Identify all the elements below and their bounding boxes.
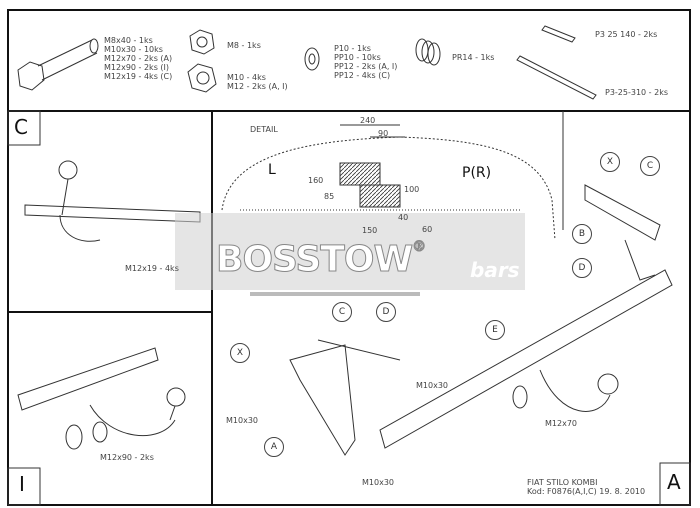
panel-label-a: A: [667, 470, 681, 494]
dim-label: 60: [422, 225, 433, 234]
main-crossbar: [379, 269, 673, 449]
part-letter-c: C: [640, 156, 660, 176]
plate-long-label: P3-25-310 - 2ks: [605, 88, 668, 97]
watermark-sub: bars: [470, 258, 520, 282]
dim-label: 240: [360, 116, 376, 125]
watermark-logo: BOSSTOW®: [215, 239, 427, 280]
callout-i-panel: M12x90 - 2ks: [100, 453, 154, 462]
nut-list: M10 - 4ks M12 - 2ks (A, I): [227, 73, 288, 91]
detail-right: P(R): [462, 165, 492, 181]
bolt-item: M8x40 - 1ks: [104, 36, 153, 45]
bolt-item: M10x30 - 10ks: [104, 45, 163, 54]
vehicle-model: FIAT STILO KOMBI: [527, 478, 598, 487]
footer-block: FIAT STILO KOMBI Kod: F0876(A,I,C) 19. 8…: [527, 478, 645, 496]
part-letter-c: C: [332, 302, 352, 322]
part-letter-d: D: [376, 302, 396, 322]
panel-label-c: C: [14, 115, 28, 139]
plate-short-label: P3 25 140 - 2ks: [595, 30, 658, 39]
panel-label-i: I: [19, 472, 25, 496]
nut-item: M10 - 4ks: [227, 73, 266, 82]
dim-label: 160: [308, 176, 324, 185]
drawing-code: Kod: F0876(A,I,C) 19. 8. 2010: [527, 487, 646, 496]
spring-label: PR14 - 1ks: [452, 53, 495, 62]
washer-item: PP12 - 4ks (C): [334, 71, 391, 80]
bolt-item: M12x19 - 4ks (C): [104, 72, 173, 81]
part-letter-x: X: [230, 343, 250, 363]
bolt-list: M8x40 - 1ks M10x30 - 10ks M12x70 - 2ks (…: [104, 36, 172, 81]
washer-item: P10 - 1ks: [334, 44, 371, 53]
dim-label: 100: [404, 185, 420, 194]
nut-m8-label: M8 - 1ks: [227, 41, 261, 50]
dim-label: 85: [324, 192, 335, 201]
bolt-item: M12x90 - 2ks (I): [104, 63, 170, 72]
callout-m10: M10x30: [226, 416, 258, 425]
part-letter-a: A: [264, 437, 284, 457]
washer-item: PP12 - 2ks (A, I): [334, 62, 398, 71]
watermark-brand: BOSSTOW: [215, 239, 413, 280]
part-letter-b: B: [572, 224, 592, 244]
bolt-head: [17, 61, 45, 91]
part-letter-d: D: [572, 258, 592, 278]
nut-item: M12 - 2ks (A, I): [227, 82, 288, 91]
bolt-item: M12x70 - 2ks (A): [104, 54, 173, 63]
callout-m10: M10x30: [416, 381, 448, 390]
part-letter-e: E: [485, 320, 505, 340]
detail-left: L: [268, 162, 276, 178]
dim-label: 40: [398, 213, 409, 222]
detail-title: DETAIL: [250, 125, 278, 134]
callout-m12: M12x70: [545, 419, 577, 428]
callout-m10: M10x30: [362, 478, 394, 487]
washer-list: P10 - 1ks PP10 - 10ks PP12 - 2ks (A, I) …: [334, 44, 397, 80]
dim-label: 90: [378, 129, 389, 138]
callout-c-panel: M12x19 - 4ks: [125, 264, 179, 273]
dim-label: 150: [362, 226, 378, 235]
watermark-band: [175, 213, 525, 290]
watermark-reg: ®: [412, 239, 427, 255]
outer-frame: [7, 9, 691, 506]
washer-item: PP10 - 10ks: [334, 53, 381, 62]
part-letter-x: X: [600, 152, 620, 172]
